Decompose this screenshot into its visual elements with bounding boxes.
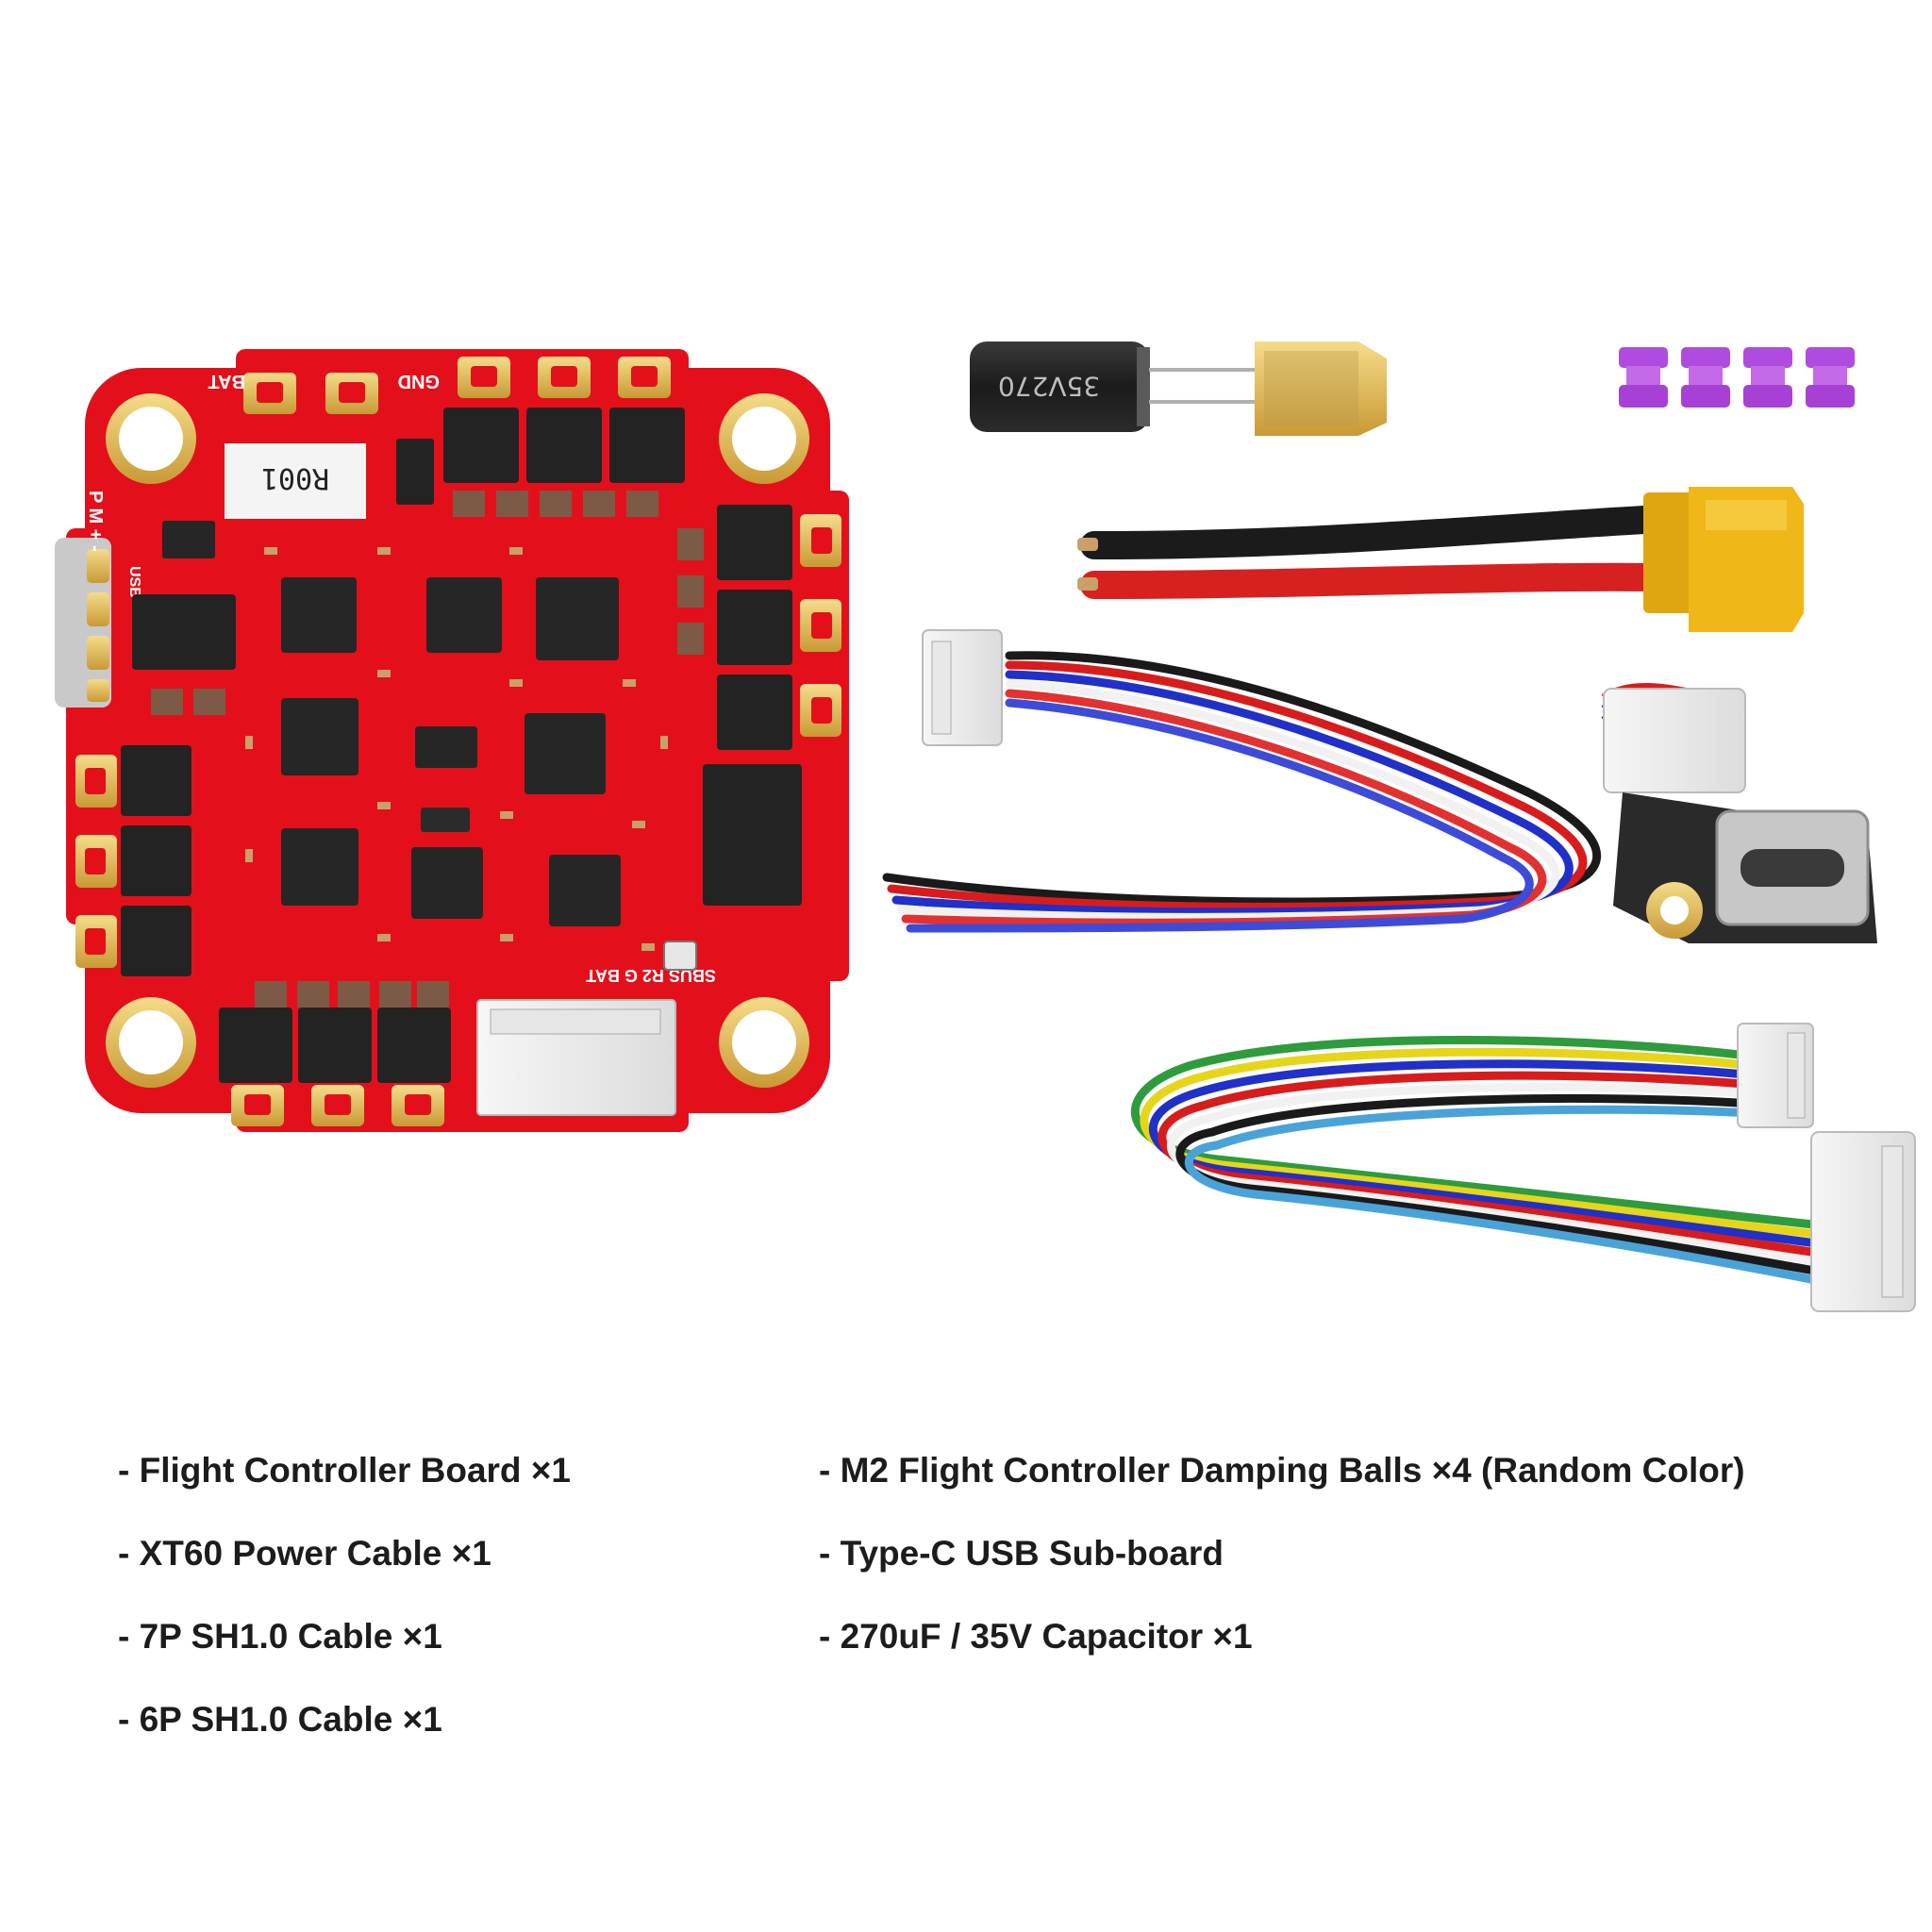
mount-hole — [106, 393, 196, 484]
usb-edge-pads — [55, 538, 111, 708]
mount-hole — [106, 997, 196, 1088]
product-photo: R001 BAT GND P M + - USB SBUS R2 G BAT — [55, 341, 1916, 1312]
mosfet-column-left — [121, 594, 236, 976]
board-connector — [476, 999, 676, 1116]
damping-ball-icon — [1806, 347, 1855, 408]
label-usb: USB — [126, 566, 142, 598]
label-bat: BAT — [208, 371, 245, 391]
capacitor-270uf: 35V270 — [970, 341, 1387, 436]
list-item: - M2 Flight Controller Damping Balls ×4 … — [819, 1451, 1745, 1490]
mosfet-column-right — [703, 505, 802, 906]
mosfet-row-top — [396, 408, 685, 505]
board-sticker: R001 — [225, 443, 366, 519]
list-item: - 270uF / 35V Capacitor ×1 — [819, 1617, 1253, 1656]
capacitor-marking: 35V270 — [998, 371, 1100, 402]
ic-chips — [162, 521, 621, 926]
flight-controller-board: R001 BAT GND P M + - USB SBUS R2 G BAT — [55, 349, 849, 1132]
list-item: - 7P SH1.0 Cable ×1 — [118, 1617, 442, 1656]
damping-balls — [1619, 347, 1855, 408]
mosfet-row-bottom — [219, 1008, 451, 1083]
label-side: P M + - — [85, 491, 106, 552]
sh10-cable-7p — [1130, 1036, 1835, 1288]
sh10-connector-6p — [922, 629, 1003, 746]
xt60-connector — [1643, 487, 1804, 632]
sh10-connector-7p-a — [1737, 1023, 1814, 1128]
usb-c-port-icon — [1715, 809, 1870, 926]
type-c-usb-subboard — [1601, 682, 1877, 943]
damping-ball-icon — [1743, 347, 1792, 408]
label-gnd: GND — [398, 371, 440, 391]
list-item: - 6P SH1.0 Cable ×1 — [118, 1700, 442, 1739]
damping-ball-icon — [1681, 347, 1730, 408]
list-item: - XT60 Power Cable ×1 — [118, 1534, 491, 1573]
passive-components — [151, 491, 704, 1008]
mount-hole — [719, 997, 809, 1088]
barometer-sensor — [663, 941, 697, 971]
sh10-connector-7p-b — [1810, 1131, 1916, 1312]
list-item: - Flight Controller Board ×1 — [118, 1451, 571, 1490]
label-bottom: SBUS R2 G BAT — [586, 966, 716, 985]
damping-ball-icon — [1619, 347, 1668, 408]
list-item: - Type-C USB Sub-board — [819, 1534, 1224, 1573]
mount-hole — [719, 393, 809, 484]
xt60-power-cable — [1077, 487, 1804, 632]
package-list: - Flight Controller Board ×1 - XT60 Powe… — [0, 1453, 1932, 1830]
board-sticker-text: R001 — [261, 461, 329, 494]
sh10-cable-6p — [882, 651, 1602, 933]
